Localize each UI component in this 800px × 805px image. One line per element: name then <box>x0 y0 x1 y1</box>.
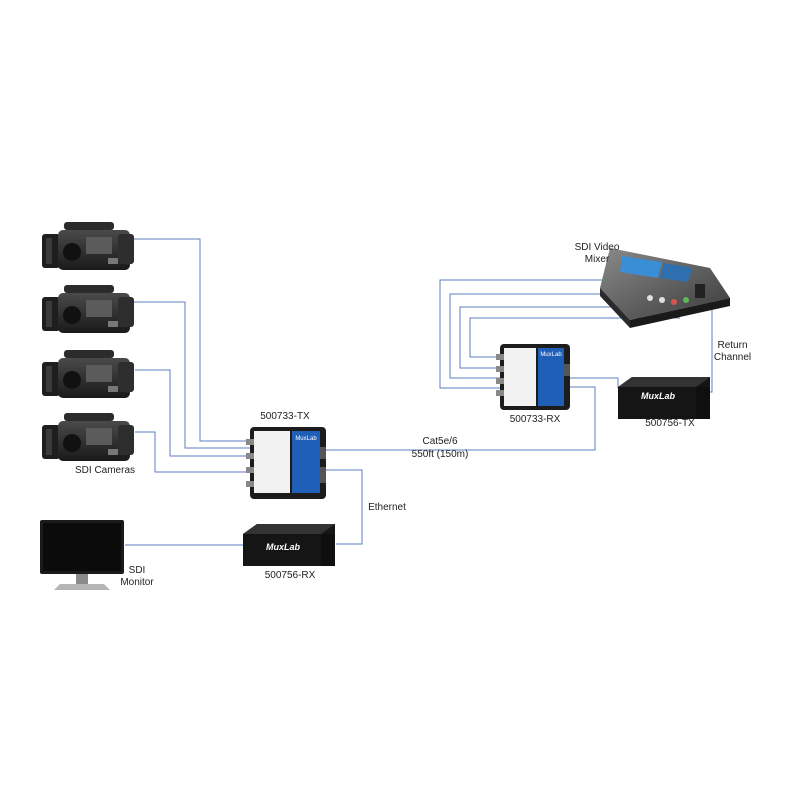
label-cable-length: 550ft (150m) <box>411 449 469 460</box>
monitor-icon <box>40 520 124 590</box>
label-cable-type: Cat5e/6 <box>422 436 458 447</box>
camcorder-icon <box>42 350 134 398</box>
line-camera-2-to-tx <box>133 301 250 449</box>
connection-lines <box>120 238 713 546</box>
line-ethernet-tx-to-rx <box>325 469 363 545</box>
label-500733-rx: 500733-RX <box>509 414 561 425</box>
line-rx-to-ethernet-tx <box>570 377 619 388</box>
video-mixer-icon <box>600 248 730 328</box>
ethernet-extender-icon: MuxLab <box>243 524 335 566</box>
line-mixer-to-rx-3 <box>459 306 640 369</box>
label-sdi-cameras: SDI Cameras <box>75 465 136 476</box>
label-500756-rx: 500756-RX <box>264 570 316 581</box>
line-camera-4-to-tx <box>135 431 250 473</box>
line-camera-1-to-tx <box>120 238 250 442</box>
camcorder-icon <box>42 285 134 333</box>
line-mixer-to-rx-1 <box>439 279 605 389</box>
label-sdi-monitor: SDI Monitor <box>120 565 154 588</box>
ethernet-extender-icon: MuxLab <box>618 377 710 419</box>
label-ethernet: Ethernet <box>368 502 406 513</box>
brand-logo: MuxLab <box>540 352 562 358</box>
camcorder-icon <box>42 413 134 461</box>
label-500756-tx: 500756-TX <box>645 418 695 429</box>
sdi-extender-icon: MuxLab <box>496 344 570 410</box>
sdi-extender-icon: MuxLab <box>246 427 326 499</box>
label-sdi-video-mixer: SDI Video Mixer <box>574 242 620 265</box>
brand-logo: MuxLab <box>295 436 317 442</box>
brand-logo: MuxLab <box>641 391 676 401</box>
brand-logo: MuxLab <box>266 542 301 552</box>
label-500733-tx: 500733-TX <box>260 411 310 422</box>
camcorder-icon <box>42 222 134 270</box>
line-cat5-tx-to-rx <box>325 386 596 451</box>
line-mixer-to-rx-2 <box>449 293 620 379</box>
label-return-channel: Return Channel <box>713 340 752 363</box>
line-camera-3-to-tx <box>135 369 250 457</box>
line-mixer-to-rx-4 <box>469 317 680 358</box>
